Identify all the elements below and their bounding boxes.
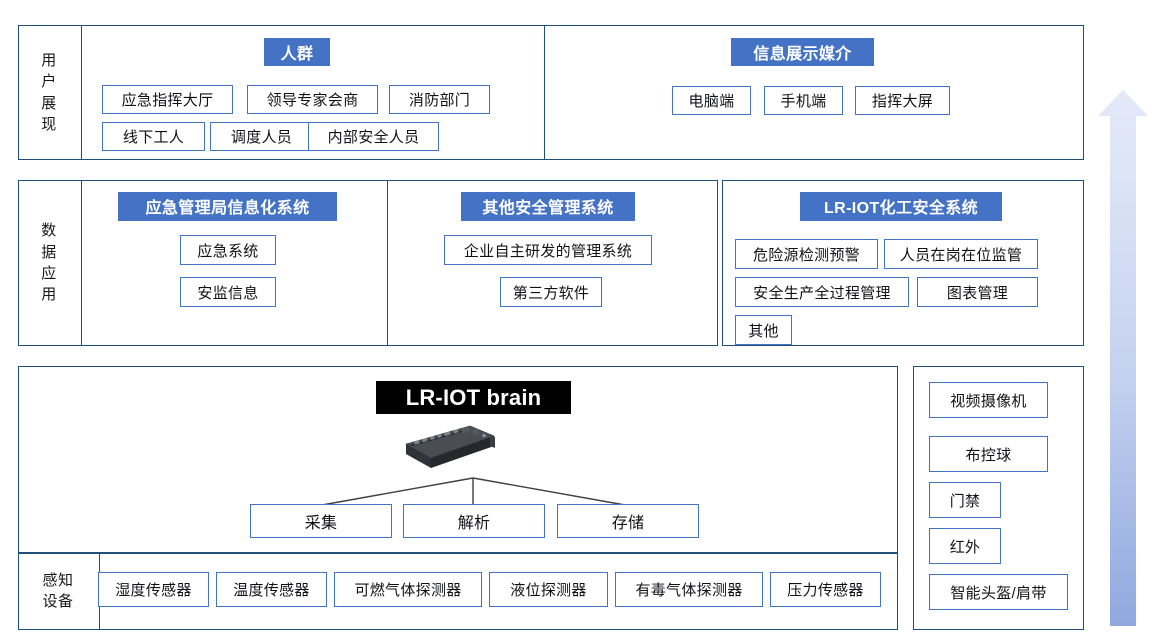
platform-banner-lriot-brain: LR-IOT brain — [376, 381, 571, 414]
chip-ptz-ball-camera[interactable]: 布控球 — [929, 436, 1048, 472]
chip-combustible-gas-detector[interactable]: 可燃气体探测器 — [334, 572, 482, 607]
chip-pc-terminal[interactable]: 电脑端 — [672, 86, 751, 115]
upward-flow-arrow-icon — [1098, 90, 1148, 626]
chip-toxic-gas-detector[interactable]: 有毒气体探测器 — [615, 572, 763, 607]
chip-leader-expert-consultation[interactable]: 领导专家会商 — [247, 85, 378, 114]
chip-collection[interactable]: 采集 — [250, 504, 392, 538]
chip-hazard-source-detection-warning[interactable]: 危险源检测预警 — [735, 239, 878, 269]
chip-third-party-software[interactable]: 第三方软件 — [500, 277, 602, 307]
rail-divider-data — [81, 181, 82, 345]
group-header-other-safety-system: 其他安全管理系统 — [461, 192, 635, 221]
chip-access-control[interactable]: 门禁 — [929, 482, 1001, 518]
chip-temperature-sensor[interactable]: 温度传感器 — [216, 572, 327, 607]
rail-label-perception-devices: 感知 设备 — [18, 553, 98, 630]
rack-server-icon — [405, 425, 495, 468]
chip-humidity-sensor[interactable]: 湿度传感器 — [98, 572, 209, 607]
chip-personnel-on-duty-supervision[interactable]: 人员在岗在位监管 — [884, 239, 1038, 269]
rail-char: 应 — [41, 265, 57, 282]
rail-line: 设备 — [42, 592, 74, 610]
chip-internal-security-personnel[interactable]: 内部安全人员 — [308, 122, 439, 151]
group-header-display-media: 信息展示媒介 — [731, 38, 874, 66]
rail-char: 据 — [41, 243, 57, 261]
chip-offline-workers[interactable]: 线下工人 — [102, 122, 205, 151]
group-divider-data — [387, 181, 388, 345]
chip-full-process-safety-production-management[interactable]: 安全生产全过程管理 — [735, 277, 909, 307]
chip-safety-supervision-info[interactable]: 安监信息 — [180, 277, 276, 307]
rail-label-data-application: 数 据 应 用 — [18, 180, 80, 346]
chip-smart-helmet-shoulder-strap[interactable]: 智能头盔/肩带 — [929, 574, 1068, 610]
rail-divider-user — [81, 26, 82, 159]
rail-char: 展 — [41, 94, 57, 112]
rail-char: 户 — [41, 73, 57, 91]
chip-parsing[interactable]: 解析 — [403, 504, 545, 538]
chip-pressure-sensor[interactable]: 压力传感器 — [770, 572, 881, 607]
rail-char: 数 — [41, 222, 57, 240]
chip-self-developed-management-system[interactable]: 企业自主研发的管理系统 — [444, 235, 652, 265]
group-header-emergency-bureau-system: 应急管理局信息化系统 — [118, 192, 337, 221]
group-divider-user — [544, 26, 545, 159]
chip-infrared[interactable]: 红外 — [929, 528, 1001, 564]
chip-video-camera[interactable]: 视频摄像机 — [929, 382, 1048, 418]
chip-emergency-command-hall[interactable]: 应急指挥大厅 — [102, 85, 233, 114]
chip-storage[interactable]: 存储 — [557, 504, 699, 538]
rail-char: 现 — [41, 115, 57, 133]
group-header-crowd: 人群 — [264, 38, 330, 66]
rail-label-user-presentation: 用 户 展 现 — [18, 25, 80, 160]
rail-char: 用 — [41, 51, 57, 69]
chip-liquid-level-detector[interactable]: 液位探测器 — [489, 572, 608, 607]
chip-fire-department[interactable]: 消防部门 — [389, 85, 490, 114]
chip-chart-management[interactable]: 图表管理 — [917, 277, 1038, 307]
chip-mobile-terminal[interactable]: 手机端 — [764, 86, 843, 115]
chip-emergency-system[interactable]: 应急系统 — [180, 235, 276, 265]
rail-char: 用 — [41, 286, 57, 304]
chip-other[interactable]: 其他 — [735, 315, 792, 345]
chip-dispatch-personnel[interactable]: 调度人员 — [210, 122, 313, 151]
group-header-lriot-chemical-safety: LR-IOT化工安全系统 — [800, 192, 1002, 221]
chip-command-big-screen[interactable]: 指挥大屏 — [855, 86, 950, 115]
rail-line: 感知 — [42, 572, 74, 590]
